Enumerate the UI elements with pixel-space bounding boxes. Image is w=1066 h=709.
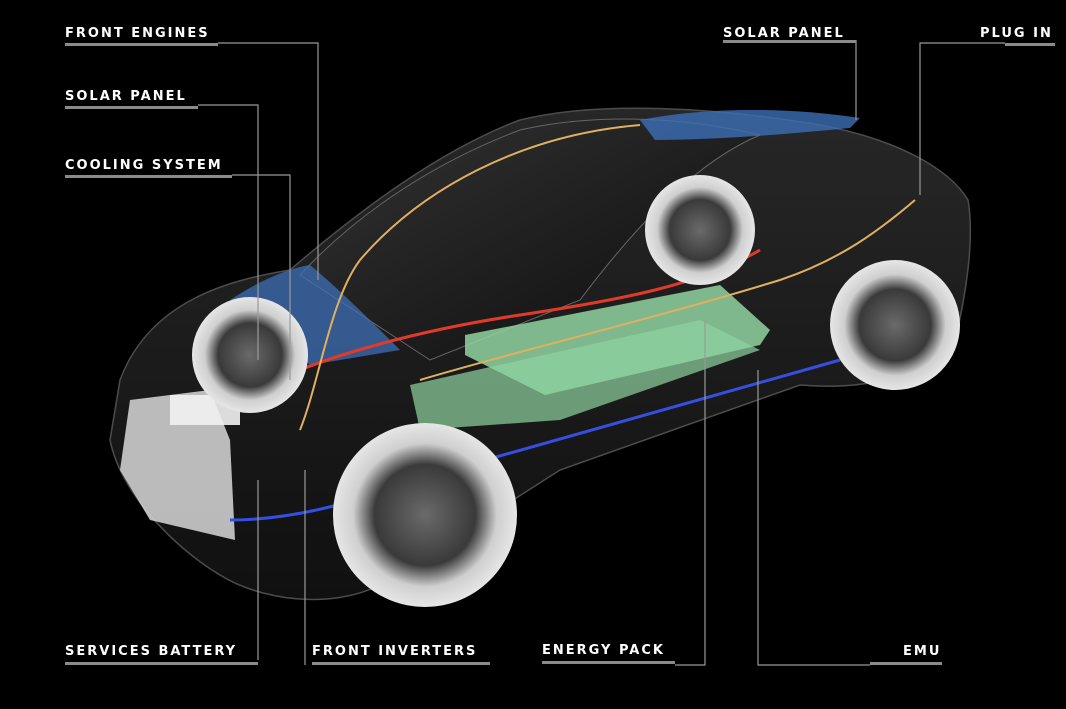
label-front-engines: FRONT ENGINES <box>65 26 210 41</box>
label-underline <box>65 662 258 665</box>
label-solar-panel-right: SOLAR PANEL <box>723 26 845 41</box>
label-underline <box>870 662 942 665</box>
label-emu: EMU <box>903 644 942 659</box>
label-underline <box>65 175 232 178</box>
label-solar-panel-left: SOLAR PANEL <box>65 89 187 104</box>
wheel-rear-right <box>830 260 960 390</box>
label-energy-pack: ENERGY PACK <box>542 643 665 658</box>
energy-pack-floor <box>410 320 760 430</box>
label-underline <box>1005 43 1055 46</box>
signal-cable <box>299 124 641 431</box>
label-underline <box>312 662 490 665</box>
leader-lines <box>198 40 1005 666</box>
wheel-front-right <box>333 423 517 607</box>
label-services-battery: SERVICES BATTERY <box>65 644 238 659</box>
front-bumper <box>120 390 235 540</box>
wheel-rear-left <box>645 175 755 285</box>
label-underline <box>723 40 856 43</box>
label-underline <box>542 661 675 664</box>
signal-cable-rear <box>419 199 916 381</box>
label-front-inverters: FRONT INVERTERS <box>312 644 478 659</box>
solar-panel-roof-shape <box>640 109 860 140</box>
label-plug-in: PLUG IN <box>980 26 1053 41</box>
wheel-front-left <box>192 297 308 413</box>
label-cooling-system: COOLING SYSTEM <box>65 158 223 173</box>
solar-panel-front-shape <box>230 265 400 365</box>
label-underline <box>65 106 198 109</box>
label-underline <box>65 43 218 46</box>
